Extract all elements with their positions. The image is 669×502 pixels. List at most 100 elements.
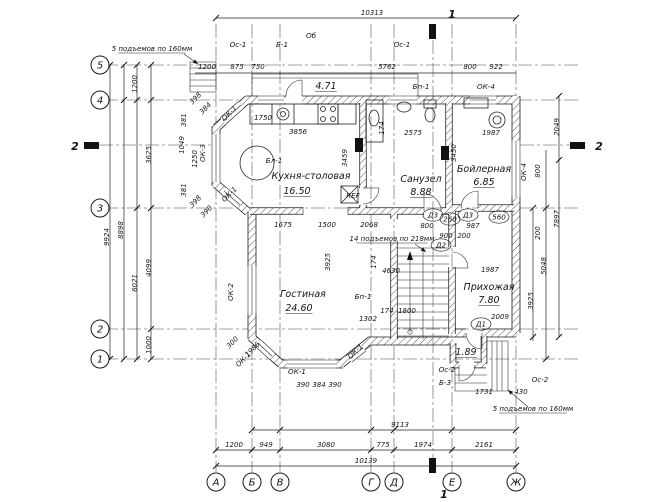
room-area: 24.60: [285, 303, 312, 314]
dimension-label: 9924: [103, 228, 111, 246]
door-swing: [460, 190, 479, 209]
dimension-label: 9113: [391, 421, 409, 429]
axis-label: Д: [389, 478, 398, 489]
room-name: Санузел: [400, 174, 441, 185]
axis-bubble: [90, 319, 110, 339]
axis-label: В: [277, 478, 284, 489]
axis-bubble: [361, 472, 381, 492]
dimension-label: 1675: [274, 221, 292, 229]
dim-tick: [555, 156, 563, 164]
dimension-label: 2049: [553, 118, 561, 136]
wall-tag: Бп-1: [413, 82, 430, 91]
window-glazing-line: [254, 345, 270, 360]
dimension-label: 2575: [404, 129, 422, 137]
wall-tag: Бп-1: [355, 292, 372, 301]
section-flag: [84, 142, 99, 149]
section-label: 2: [71, 140, 79, 153]
dimension-label: 987: [466, 222, 480, 230]
room-name: Бойлерная: [457, 164, 511, 175]
room-area: 8.88: [410, 187, 431, 198]
note-label: 5 подъемов по 160мм: [112, 45, 193, 53]
fixture-circle: [320, 116, 326, 122]
dimension-label: 200: [457, 232, 471, 240]
axis-label: 1: [97, 355, 103, 366]
thin-outline-layer: [183, 53, 529, 408]
dim-tick: [147, 96, 155, 104]
wall-tag: Б-1: [276, 40, 288, 49]
axis-label: Е: [449, 478, 456, 489]
dim-tick: [448, 446, 456, 454]
dimension-label: 6021: [131, 274, 139, 292]
dimension-label: 398: [188, 194, 203, 209]
window-glazing-line: [222, 104, 242, 122]
dimension-label: 384: [312, 381, 325, 389]
windows-doors-layer: [211, 79, 521, 382]
dimension-label: 900: [439, 232, 453, 240]
leader-arrow: [508, 390, 514, 395]
axis-bubble: [270, 472, 290, 492]
dimension-label: 381: [180, 183, 188, 196]
leader-arrow: [192, 59, 198, 64]
dimension-label: 3925: [527, 292, 535, 310]
dimension-label: 5762: [378, 63, 396, 71]
dimension-label: 1750: [254, 114, 272, 122]
door-tag: 560: [492, 212, 506, 221]
wall-tag: Бл-1: [266, 156, 283, 165]
room-area: 4.71: [315, 81, 336, 92]
vent-shaft: [441, 146, 449, 160]
window-glazing-line: [226, 187, 244, 203]
wall-tag: ОК-4: [477, 82, 495, 91]
door-tag: Д3: [462, 210, 474, 219]
dimension-label: 10313: [361, 9, 383, 17]
axis-bubble: [384, 472, 404, 492]
dimension-label: 8898: [117, 221, 125, 239]
dim-tick: [133, 204, 141, 212]
dimension-label: 300: [225, 335, 240, 350]
fixture-circle: [492, 115, 502, 125]
dimension-label: 200: [534, 226, 542, 240]
window-glazing-line: [220, 193, 238, 209]
dim-tick: [367, 426, 375, 434]
fixture-line: [340, 185, 359, 204]
vent-shaft: [355, 138, 363, 152]
dimension-label: 2009: [491, 313, 509, 321]
dim-tick: [133, 96, 141, 104]
window-glazing-line: [223, 190, 241, 206]
dim-tick: [555, 333, 563, 341]
window-glazing-line: [225, 107, 245, 125]
dimension-label: 3925: [324, 253, 332, 271]
dimension-label: 3856: [289, 128, 307, 136]
door-tag-bubble: [470, 317, 492, 331]
dim-tick: [529, 333, 537, 341]
axis-label: 2: [97, 325, 103, 336]
dim-tick: [248, 446, 256, 454]
stair-start-mark: [407, 329, 413, 335]
wall-tag: Ос-2: [532, 375, 549, 384]
dimension-label: 800: [463, 63, 477, 71]
dimension-label: 384: [198, 101, 213, 116]
door-swing: [451, 251, 469, 269]
fixture-circle: [330, 106, 336, 112]
door-swing: [362, 187, 380, 205]
dimension-label: 1000: [145, 336, 153, 354]
dim-tick: [248, 426, 256, 434]
wall-tag: ОК-4: [519, 163, 528, 181]
room-name: Гостиная: [280, 289, 326, 300]
dimension-label: 174: [378, 121, 386, 134]
window-glazing-line: [257, 342, 273, 357]
axis-bubble: [90, 198, 110, 218]
dimension-label: 390: [199, 204, 214, 219]
axis-bubble: [206, 472, 226, 492]
dimension-label: 1974: [414, 441, 432, 449]
fixture-circle: [239, 145, 275, 181]
wall-tag: Ос-1: [230, 40, 247, 49]
dim-tick: [276, 446, 284, 454]
section-label: 1: [440, 488, 448, 501]
dimension-label: 5048: [540, 257, 548, 275]
axis-label: А: [212, 478, 220, 489]
dim-tick: [367, 446, 375, 454]
fixture: [249, 103, 357, 125]
room-area: 1.89: [455, 347, 476, 358]
